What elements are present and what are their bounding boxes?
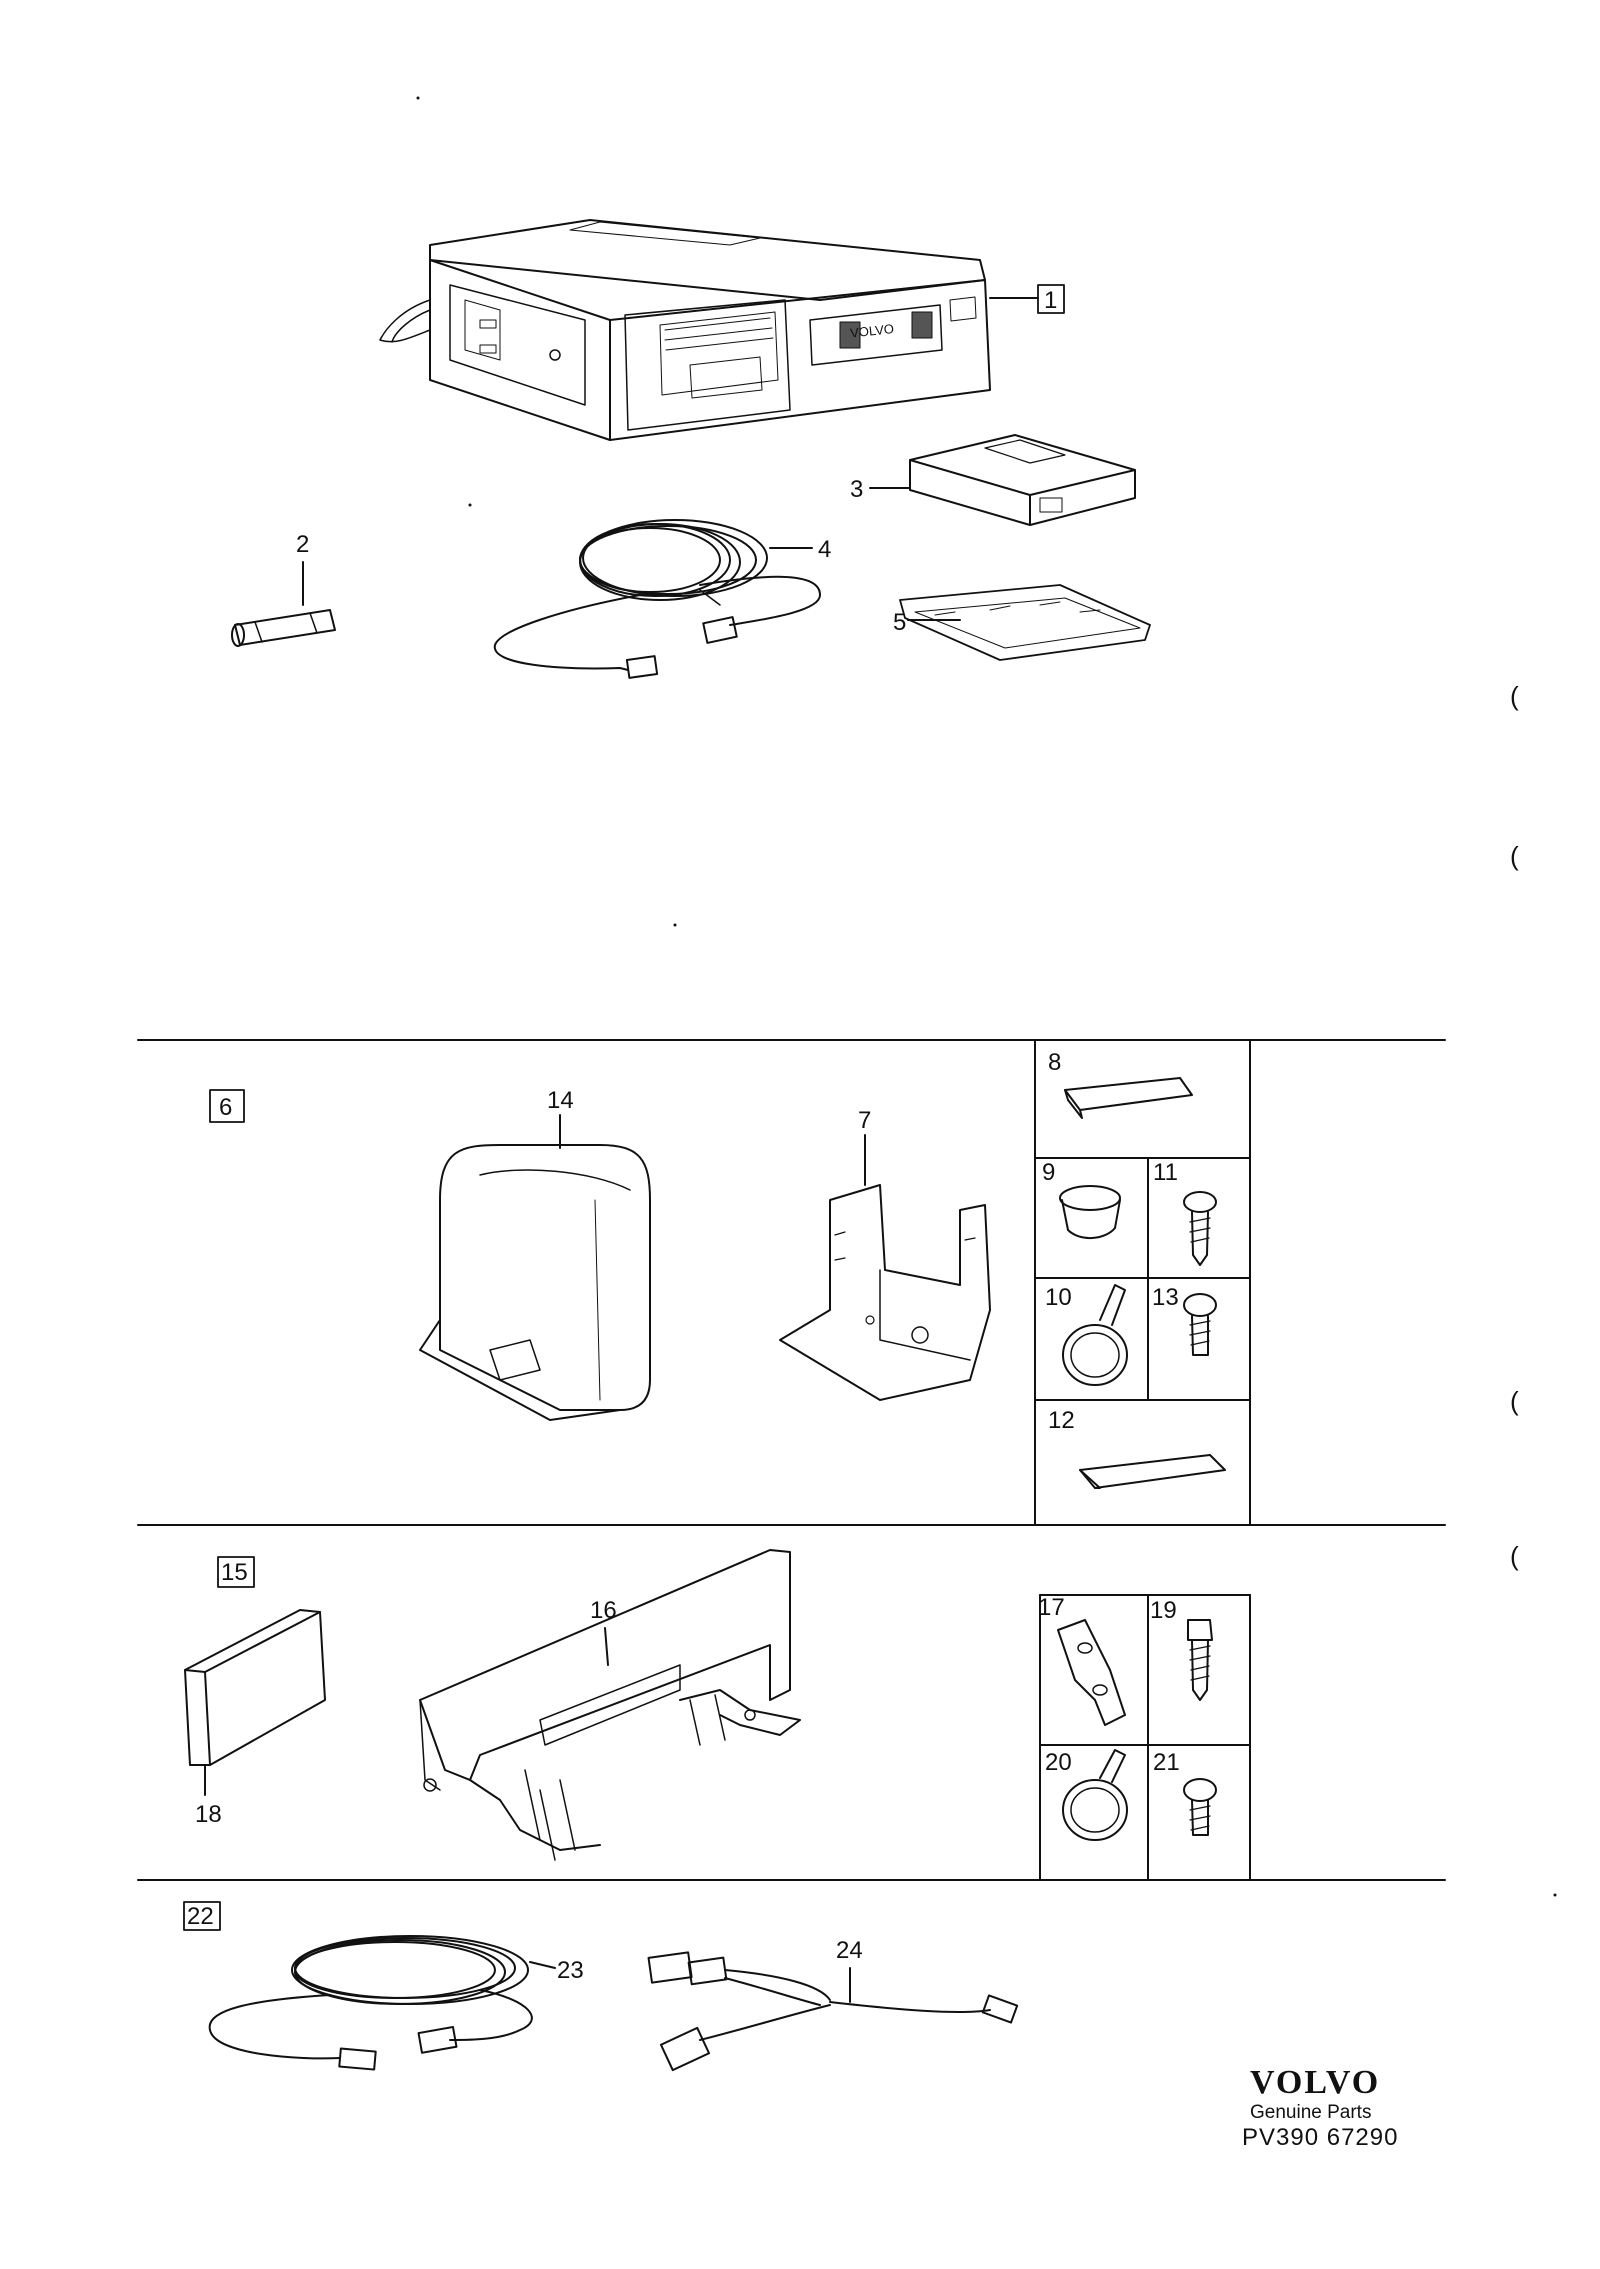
antenna-cable bbox=[493, 519, 821, 679]
velcro-strips bbox=[899, 584, 1151, 661]
fuse bbox=[231, 609, 336, 647]
part-10-label: 10 bbox=[1045, 1284, 1072, 1311]
part-23-label: 23 bbox=[557, 1957, 584, 1984]
cover bbox=[419, 1144, 651, 1421]
part-14-label: 14 bbox=[547, 1087, 574, 1114]
part-19-label: 19 bbox=[1150, 1597, 1177, 1624]
part-15-label: 15 bbox=[221, 1559, 248, 1586]
part-11-label: 11 bbox=[1153, 1159, 1178, 1186]
bolt-19 bbox=[1187, 1619, 1213, 1701]
part-2-label: 2 bbox=[296, 531, 309, 558]
part-6-label: 6 bbox=[219, 1094, 232, 1121]
screw-11 bbox=[1183, 1191, 1217, 1266]
extension-cable bbox=[208, 1935, 533, 2071]
svg-text:(: ( bbox=[1510, 681, 1519, 711]
screw-21 bbox=[1183, 1778, 1217, 1836]
bracket bbox=[779, 1184, 991, 1401]
part-18-label: 18 bbox=[195, 1801, 222, 1828]
part-5-label: 5 bbox=[893, 609, 906, 636]
cable-tie-10 bbox=[1062, 1284, 1128, 1386]
cover-block bbox=[184, 1609, 326, 1766]
adhesive-strip-12 bbox=[1079, 1454, 1226, 1489]
part-4-label: 4 bbox=[818, 536, 831, 563]
part-20-label: 20 bbox=[1045, 1749, 1072, 1776]
unit-badge: VOLVO bbox=[849, 321, 894, 341]
clip-17 bbox=[1057, 1619, 1126, 1726]
brand-logo: VOLVO bbox=[1250, 2064, 1380, 2101]
grommet bbox=[1059, 1185, 1121, 1239]
part-16-label: 16 bbox=[590, 1597, 617, 1624]
part-13-label: 13 bbox=[1152, 1284, 1179, 1311]
cable-tie-20 bbox=[1062, 1749, 1128, 1841]
diagram-code: PV390 67290 bbox=[1242, 2124, 1398, 2151]
part-12-label: 12 bbox=[1048, 1407, 1075, 1434]
part-22-label: 22 bbox=[187, 1903, 214, 1930]
part-3-label: 3 bbox=[850, 476, 863, 503]
part-8-label: 8 bbox=[1048, 1049, 1061, 1076]
screw-13 bbox=[1183, 1293, 1217, 1356]
part-22-box bbox=[183, 1901, 221, 1931]
svg-text:(: ( bbox=[1510, 1541, 1519, 1571]
genuine-parts-text: Genuine Parts bbox=[1250, 2102, 1371, 2123]
part-1-box bbox=[1037, 284, 1065, 314]
module-box bbox=[909, 434, 1136, 526]
part-1-label: 1 bbox=[1044, 287, 1057, 314]
wiring-harness bbox=[647, 1951, 1019, 2072]
adhesive-pad-8 bbox=[1064, 1077, 1193, 1119]
part-15-box bbox=[217, 1556, 255, 1588]
part-21-label: 21 bbox=[1153, 1749, 1180, 1776]
part-9-label: 9 bbox=[1042, 1159, 1055, 1186]
svg-text:(: ( bbox=[1510, 841, 1519, 871]
svg-text:(: ( bbox=[1510, 1386, 1519, 1416]
cd-changer-unit bbox=[379, 219, 991, 441]
part-7-label: 7 bbox=[858, 1107, 871, 1134]
part-6-box bbox=[209, 1089, 245, 1123]
part-17-label: 17 bbox=[1038, 1594, 1065, 1621]
part-24-label: 24 bbox=[836, 1937, 863, 1964]
mounting-frame bbox=[419, 1549, 801, 1861]
